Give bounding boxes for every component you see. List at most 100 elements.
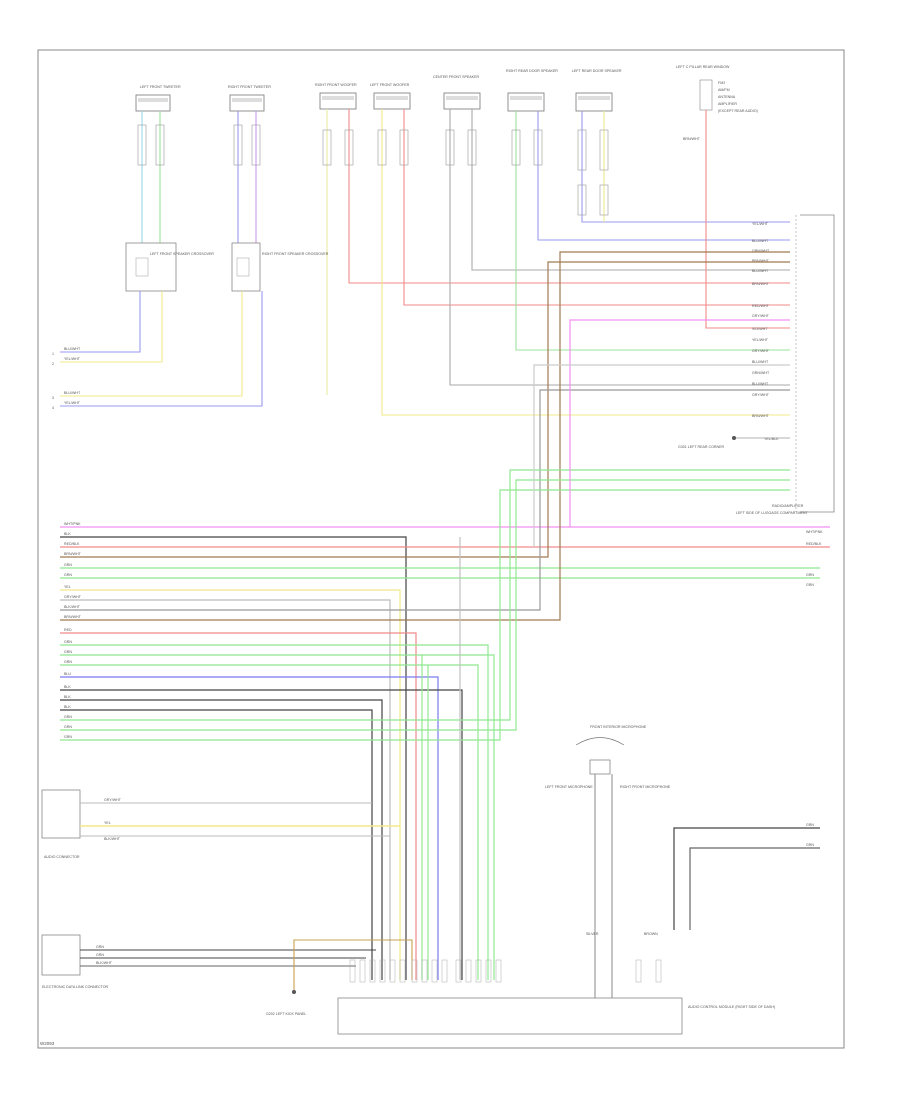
svg-text:VIO/WHT: VIO/WHT (752, 327, 768, 331)
bus-wire-labels: WHT/PNK BLK RED/BLK BRN/WHT GRN GRN YEL … (64, 522, 82, 739)
svg-text:GRN: GRN (64, 725, 72, 729)
svg-text:GRN: GRN (806, 823, 814, 827)
diagram-border (37, 49, 845, 1049)
svg-text:BRN/WHT: BRN/WHT (752, 282, 770, 286)
wire-num: 1 (52, 352, 54, 356)
svg-text:BLU/WHT: BLU/WHT (752, 382, 769, 386)
top-connector-right-front-woofer: RIGHT FRONT WOOFER (315, 83, 357, 110)
svg-text:YEL: YEL (64, 585, 71, 589)
svg-text:GRN: GRN (64, 715, 72, 719)
connector-label: LEFT REAR DOOR SPEAKER (572, 69, 622, 73)
svg-text:RED/WHT: RED/WHT (752, 304, 770, 308)
connector-label: CENTER FRONT SPEAKER (433, 75, 479, 79)
mic-left: LEFT FRONT MICROPHONE (545, 785, 593, 789)
note-line: ANTENNA (718, 95, 736, 99)
top-connector-right-rear-door-speaker: RIGHT REAR DOOR SPEAKER (506, 69, 558, 112)
wire-label: YEL/WHT (64, 401, 81, 405)
svg-text:GRN: GRN (64, 640, 72, 644)
ground-label: G301 LEFT REAR CORNER (678, 445, 724, 449)
mic-right: RIGHT FRONT MICROPHONE (620, 785, 671, 789)
connector-label: RIGHT FRONT TWEETER (228, 85, 271, 89)
right-wire-labels: YEL/WHT BLU/WHT GRN/WHT BRN/WHT BLU/WHT … (752, 222, 779, 441)
wire-label: BLU/WHT (64, 347, 81, 351)
note-line: AM/FM (718, 88, 730, 92)
top-connector-left-rear-door-speaker: LEFT REAR DOOR SPEAKER (572, 69, 622, 112)
shield-label: BROWN (644, 932, 658, 936)
wire-num: 3 (52, 396, 54, 400)
svg-text:GRY/WHT: GRY/WHT (752, 314, 770, 318)
svg-text:GRY/WHT: GRY/WHT (752, 349, 770, 353)
shield-label: SILVER (586, 932, 599, 936)
audio-connector: AUDIO CONNECTOR GRY/WHT YEL BLK/WHT (41, 789, 400, 859)
crossover-outputs (60, 291, 263, 407)
svg-text:GRN: GRN (96, 953, 104, 957)
top-connector-right-front-tweeter: RIGHT FRONT TWEETER (228, 85, 271, 112)
connector-label: LEFT FRONT TWEETER (140, 85, 181, 89)
mic-title: FRONT INTERIOR MICROPHONE (590, 725, 647, 729)
note-line: FM2 (718, 81, 725, 85)
antenna-amplifier-note: LEFT C PILLAR REAR WINDOW FM2 AM/FM ANTE… (676, 65, 758, 141)
svg-text:GRY/WHT: GRY/WHT (64, 595, 82, 599)
svg-text:BRN/WHT: BRN/WHT (64, 615, 82, 619)
note-line: AMPLIFIER (718, 102, 737, 106)
connector-label: RIGHT REAR DOOR SPEAKER (506, 69, 558, 73)
ground-label: G202 LEFT KICK PANEL (266, 1012, 306, 1016)
connector-stubs (137, 124, 609, 216)
svg-text:GRN/WHT: GRN/WHT (752, 249, 770, 253)
svg-text:BLK/WHT: BLK/WHT (64, 605, 81, 609)
audio-control-module: AUDIO CONTROL MODULE (RIGHT SIDE OF DASH… (337, 959, 775, 1035)
svg-text:YEL/WHT: YEL/WHT (752, 222, 769, 226)
svg-text:RED/BLK: RED/BLK (64, 542, 80, 546)
module-sublabel: LEFT SIDE OF LUGGAGE COMPARTMENT (736, 511, 808, 515)
svg-text:BLK/WHT: BLK/WHT (96, 961, 113, 965)
left-terminal-labels: BLU/WHT 1 YEL/WHT 2 BLU/WHT 3 YEL/WHT 4 (52, 347, 81, 410)
svg-text:GRN: GRN (806, 843, 814, 847)
svg-text:GRN: GRN (806, 583, 814, 587)
svg-text:GRN: GRN (64, 660, 72, 664)
diagram-code: W2093 (40, 1041, 55, 1046)
svg-text:BLK: BLK (64, 685, 71, 689)
top-wires (141, 109, 790, 416)
svg-text:BLU: BLU (64, 672, 71, 676)
front-interior-microphone: FRONT INTERIOR MICROPHONE LEFT FRONT MIC… (545, 725, 671, 998)
top-connector-left-front-tweeter: LEFT FRONT TWEETER (135, 85, 181, 112)
svg-text:GRN: GRN (806, 573, 814, 577)
svg-text:BRN/WHT: BRN/WHT (752, 414, 770, 418)
box-label: AUDIO CONNECTOR (44, 855, 80, 859)
svg-text:BLK: BLK (64, 705, 71, 709)
top-connector-center-front-speaker: CENTER FRONT SPEAKER (433, 75, 481, 110)
svg-text:BLU/WHT: BLU/WHT (752, 269, 769, 273)
svg-text:BLK: BLK (64, 532, 71, 536)
wire-label: YEL/WHT (64, 357, 81, 361)
box-label: ELECTRONIC DATA LINK CONNECTOR (42, 985, 108, 989)
connector-label: RIGHT FRONT WOOFER (315, 83, 357, 87)
svg-text:GRN: GRN (64, 735, 72, 739)
svg-text:GRN: GRN (64, 563, 72, 567)
wire-num: 4 (52, 406, 54, 410)
svg-text:RED: RED (64, 628, 72, 632)
crossover-label: RIGHT FRONT SPEAKER CROSSOVER (262, 252, 329, 256)
note-wire-label: BRN/WHT (683, 137, 701, 141)
module-label: AUDIO CONTROL MODULE (RIGHT SIDE OF DASH… (688, 1005, 775, 1009)
svg-text:BLU/WHT: BLU/WHT (752, 239, 769, 243)
crossover-label: LEFT FRONT SPEAKER CROSSOVER (150, 252, 214, 256)
left-front-crossover: LEFT FRONT SPEAKER CROSSOVER (125, 242, 214, 292)
right-bus-end-labels: WHT/PNK RED/BLK GRN GRN (806, 530, 823, 587)
svg-text:BLK/WHT: BLK/WHT (104, 837, 121, 841)
svg-text:BRN/WHT: BRN/WHT (64, 552, 82, 556)
bottom-right-wires: GRN GRN (673, 823, 820, 930)
svg-text:BLU/WHT: BLU/WHT (752, 360, 769, 364)
note-title: LEFT C PILLAR REAR WINDOW (676, 65, 730, 69)
bus-routing (60, 251, 830, 980)
ground-g301: G301 LEFT REAR CORNER (678, 436, 790, 449)
svg-text:GRN: GRN (64, 650, 72, 654)
svg-text:WHT/PNK: WHT/PNK (64, 522, 81, 526)
svg-text:YEL/WHT: YEL/WHT (752, 338, 769, 342)
top-connector-left-front-woofer: LEFT FRONT WOOFER (370, 83, 411, 110)
svg-text:GRN: GRN (96, 945, 104, 949)
note-line: (EXCEPT REAR AUDIO) (718, 109, 758, 113)
electronic-data-link-connector: ELECTRONIC DATA LINK CONNECTOR GRN GRN B… (41, 934, 376, 989)
connector-label: LEFT FRONT WOOFER (370, 83, 410, 87)
svg-text:YEL/BLK: YEL/BLK (764, 437, 779, 441)
